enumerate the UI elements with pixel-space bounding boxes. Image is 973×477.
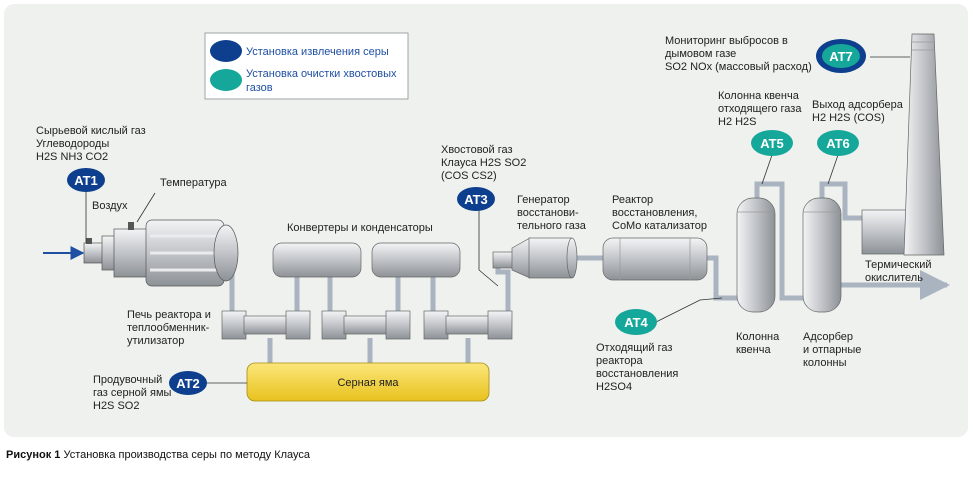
converter-1: [272, 242, 362, 278]
quench-column-label: Колонна квенча: [736, 331, 780, 356]
svg-text:AT3: AT3: [464, 192, 488, 207]
quench-column: [736, 197, 776, 313]
air-label: Воздух: [92, 200, 128, 212]
svg-text:H2 H2S: H2 H2S: [718, 116, 757, 128]
legend: Установка извлечения серы Установка очис…: [204, 32, 409, 100]
svg-text:Колонна: Колонна: [736, 331, 780, 343]
analyzer-leaders: [85, 56, 910, 384]
analyzer-at4: AT4: [615, 309, 657, 335]
svg-text:Мониторинг выбросов в: Мониторинг выбросов в: [665, 35, 788, 47]
legend-tailgas-label-2: газов: [246, 82, 273, 94]
analyzer-at3: AT3: [457, 187, 495, 211]
pipes: [229, 181, 864, 366]
svg-text:H2 H2S (COS): H2 H2S (COS): [812, 112, 885, 124]
analyzer-at6: AT6: [817, 130, 859, 156]
svg-text:реактора: реактора: [596, 355, 643, 367]
svg-text:колонны: колонны: [803, 357, 847, 369]
svg-text:AT6: AT6: [826, 136, 850, 151]
legend-tailgas-swatch: [210, 69, 242, 91]
legend-recovery-swatch: [210, 40, 242, 62]
svg-text:восстановления: восстановления: [596, 368, 678, 380]
svg-text:восстановления,: восстановления,: [612, 207, 697, 219]
temperature-pointer: [136, 192, 156, 223]
svg-text:тельного газа: тельного газа: [517, 220, 587, 232]
thermal-oxidizer: [861, 209, 911, 255]
reactor-off-gas-label: Отходящий газ реактора восстановления H2…: [596, 342, 678, 393]
analyzer-at7: AT7: [816, 39, 866, 73]
converters-label: Конвертеры и конденсаторы: [287, 222, 433, 234]
feed-gas-label: Сырьевой кислый газ Углеводороды H2S NH3…: [36, 125, 146, 163]
reducing-gas-generator: [492, 237, 578, 279]
analyzer-at2: AT2: [169, 371, 207, 395]
hydrogenation-reactor: [602, 237, 708, 281]
svg-text:Углеводороды: Углеводороды: [36, 138, 109, 150]
svg-text:квенча: квенча: [736, 344, 771, 356]
condenser-1: [221, 310, 311, 340]
svg-text:CoMo катализатор: CoMo катализатор: [612, 220, 707, 232]
svg-text:окислитель: окислитель: [865, 272, 923, 284]
svg-text:утилизатор: утилизатор: [127, 335, 184, 347]
condenser-2: [321, 310, 411, 340]
absorber-column: [802, 197, 842, 313]
svg-text:Отходящий газ: Отходящий газ: [596, 342, 672, 354]
reactor-label: Реактор восстановления, CoMo катализатор: [612, 194, 707, 232]
furnace-label: Печь реактора и теплообменник- утилизато…: [127, 309, 211, 347]
svg-text:AT7: AT7: [829, 49, 853, 64]
svg-text:Выход адсорбера: Выход адсорбера: [812, 99, 904, 111]
svg-text:газ серной ямы: газ серной ямы: [93, 387, 172, 399]
temperature-label: Температура: [160, 177, 228, 189]
generator-label: Генератор восстанови- тельного газа: [517, 194, 587, 232]
svg-text:Печь реактора и: Печь реактора и: [127, 309, 211, 321]
legend-recovery-label: Установка извлечения серы: [246, 46, 389, 58]
svg-text:(COS CS2): (COS CS2): [441, 170, 497, 182]
svg-text:теплообменник-: теплообменник-: [127, 322, 210, 334]
absorber-label: Адсорбер и отпарные колонны: [803, 331, 861, 369]
svg-text:H2S SO2: H2S SO2: [93, 400, 139, 412]
svg-text:Генератор: Генератор: [517, 194, 570, 206]
svg-text:Колонна квенча: Колонна квенча: [718, 90, 800, 102]
svg-text:Адсорбер: Адсорбер: [803, 331, 853, 343]
sulfur-pit-label: Серная яма: [337, 377, 399, 389]
claus-tail-gas-label: Хвостовой газ Клауса H2S SO2 (COS CS2): [441, 144, 526, 182]
svg-text:восстанови-: восстанови-: [517, 207, 579, 219]
absorber-out-label: Выход адсорбера H2 H2S (COS): [812, 99, 904, 124]
svg-text:Сырьевой кислый газ: Сырьевой кислый газ: [36, 125, 146, 137]
svg-text:Клауса H2S SO2: Клауса H2S SO2: [441, 157, 526, 169]
analyzer-at5: AT5: [751, 130, 793, 156]
svg-text:дымовом газе: дымовом газе: [665, 48, 736, 60]
svg-text:Продувочный: Продувочный: [93, 374, 162, 386]
svg-text:AT5: AT5: [760, 136, 784, 151]
svg-text:Хвостовой газ: Хвостовой газ: [441, 144, 513, 156]
reaction-furnace: [113, 219, 239, 287]
figure-caption-text: Установка производства серы по методу Кл…: [60, 449, 311, 461]
stack: [903, 33, 945, 256]
converter-2: [371, 242, 461, 278]
figure-caption: Рисунок 1 Установка производства серы по…: [6, 449, 310, 461]
degassing-gas-label: Продувочный газ серной ямы H2S SO2: [93, 374, 172, 412]
svg-text:H2S NH3 CO2: H2S NH3 CO2: [36, 151, 108, 163]
burner: [83, 235, 117, 271]
figure-number: Рисунок 1: [6, 449, 61, 461]
stack-monitor-label: Мониторинг выбросов в дымовом газе SO2 N…: [665, 35, 812, 73]
svg-text:Реактор: Реактор: [612, 194, 653, 206]
analyzer-at1: AT1: [67, 168, 105, 192]
svg-text:и отпарные: и отпарные: [803, 344, 861, 356]
svg-text:отходящего газа: отходящего газа: [718, 103, 802, 115]
legend-tailgas-label: Установка очистки хвостовых: [246, 68, 397, 80]
svg-text:AT1: AT1: [74, 173, 98, 188]
svg-text:AT4: AT4: [624, 315, 648, 330]
svg-text:AT2: AT2: [176, 376, 200, 391]
svg-text:SO2 NOx (массовый расход): SO2 NOx (массовый расход): [665, 61, 812, 73]
oxidizer-label: Термический окислитель: [865, 259, 932, 284]
quench-off-gas-label: Колонна квенча отходящего газа H2 H2S: [718, 90, 802, 128]
svg-text:Термический: Термический: [865, 259, 932, 271]
sulfur-pit: [246, 362, 490, 402]
condenser-3: [423, 310, 513, 340]
svg-text:H2SO4: H2SO4: [596, 381, 632, 393]
